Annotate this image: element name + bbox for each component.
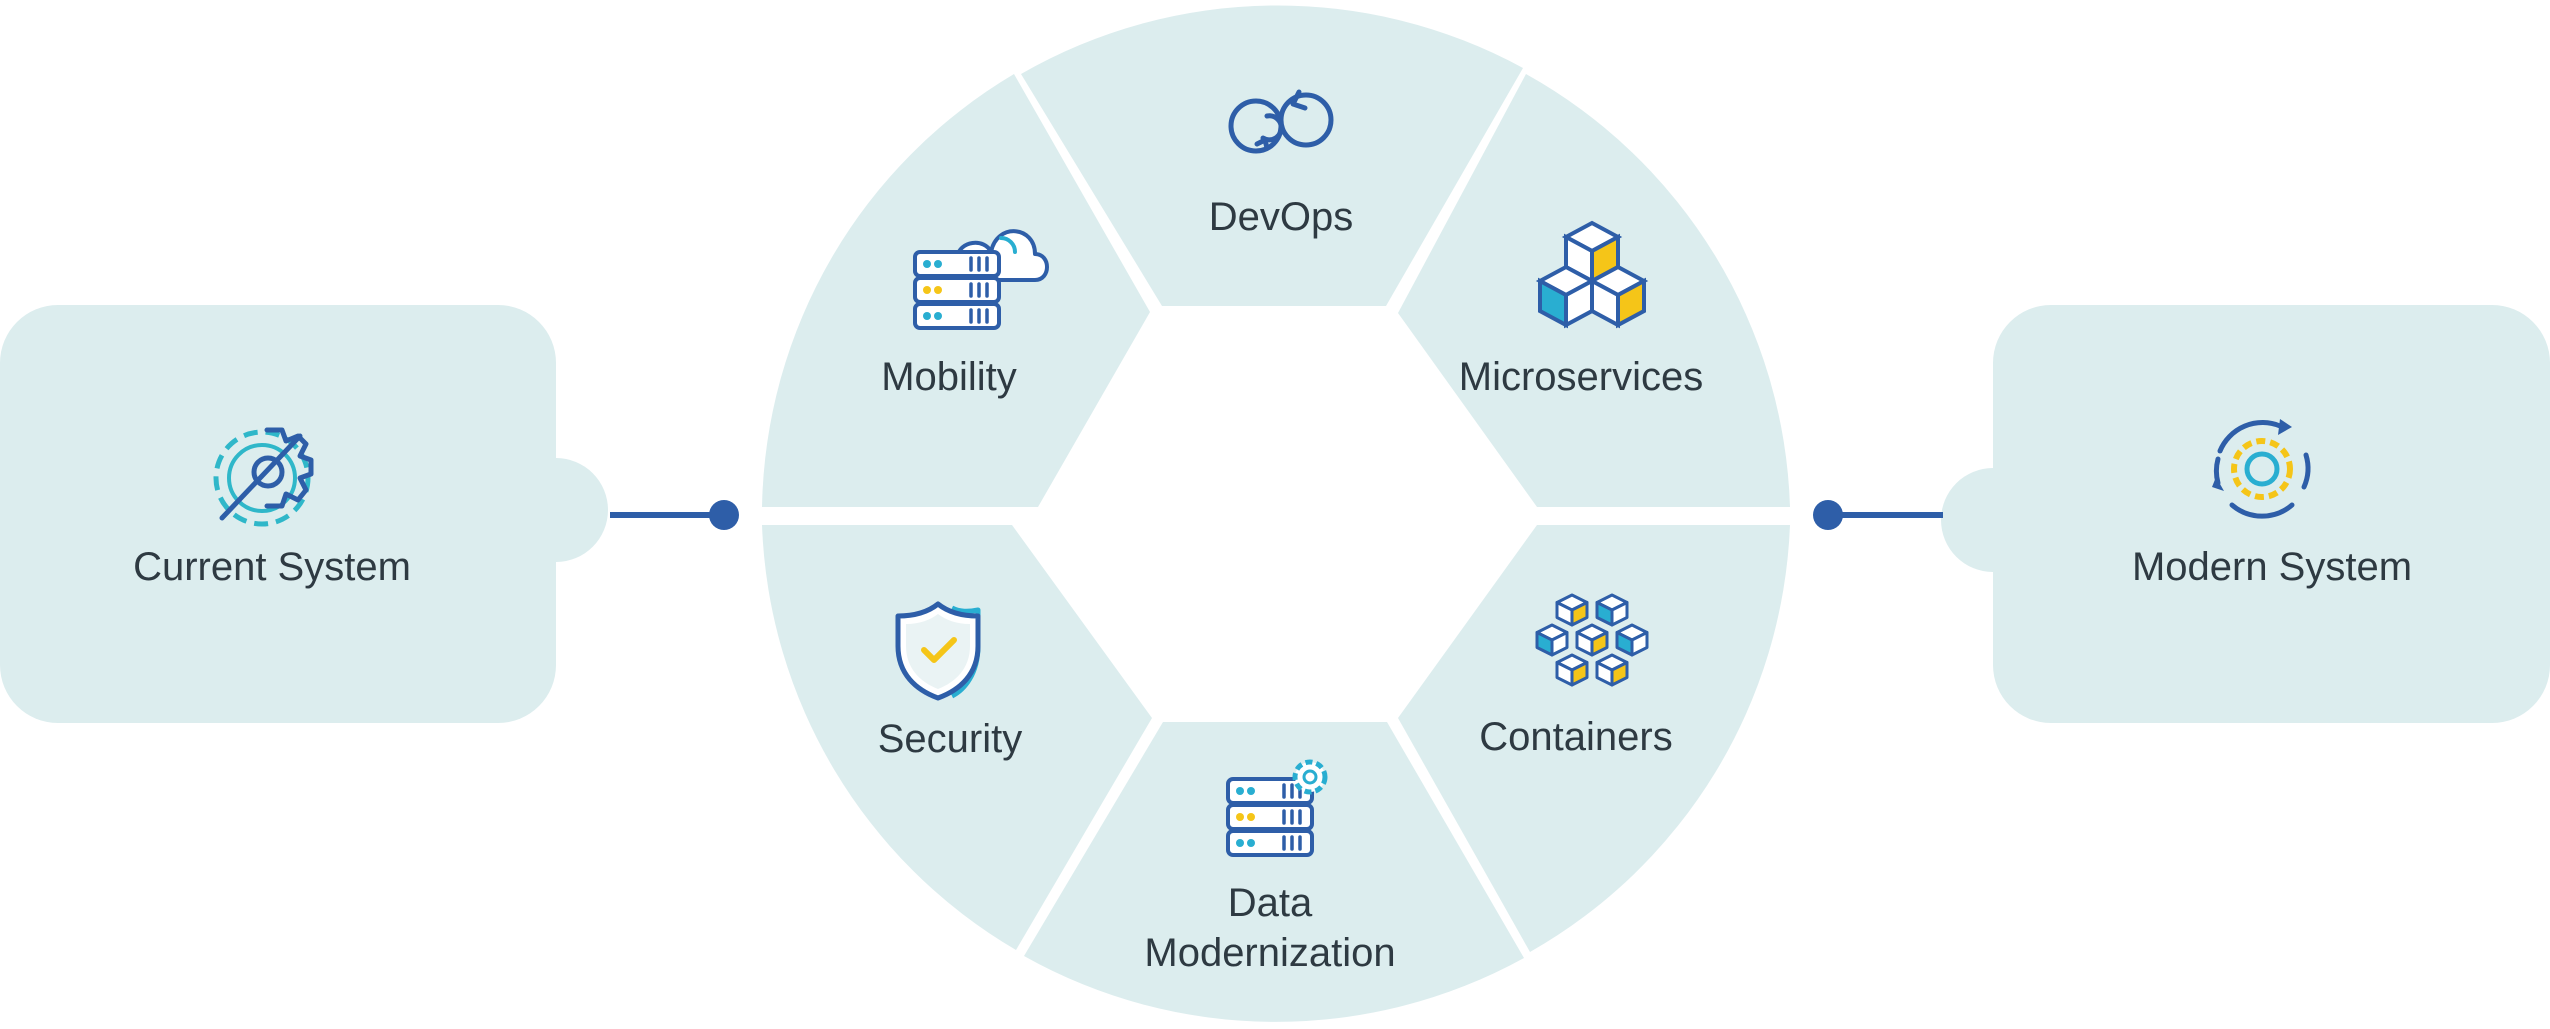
server-cloud-icon [913, 229, 1049, 330]
broken-gear-icon [213, 427, 314, 527]
mobility-label: Mobility [881, 355, 1017, 399]
data-modernization-label-line-2: Modernization [1144, 931, 1395, 975]
current-system-label: Current System [133, 545, 411, 589]
container-cube [1575, 623, 1609, 657]
container-cube [1555, 653, 1589, 687]
containers-label: Containers [1479, 715, 1672, 759]
segment-devops [1021, 5, 1523, 307]
right-connector [1813, 500, 1943, 530]
infinity-refresh-icon [1228, 89, 1334, 154]
container-cube [1535, 623, 1569, 657]
modern-system-label: Modern System [2132, 545, 2412, 589]
container-cube [1595, 653, 1629, 687]
cubes-icon [1535, 220, 1649, 329]
devops-label: DevOps [1209, 195, 1354, 239]
data-modernization-label-line-1: Data [1228, 881, 1313, 925]
microservices-label: Microservices [1459, 355, 1703, 399]
server-gear-icon [1226, 759, 1328, 857]
container-cube [1615, 623, 1649, 657]
container-cube [1595, 593, 1629, 627]
current-system-box: Current System [0, 305, 608, 723]
container-cube [1555, 593, 1589, 627]
segment-containers [1398, 525, 1790, 952]
segment-security [762, 525, 1152, 950]
shield-check-icon [895, 601, 981, 701]
ring [762, 5, 1790, 1022]
container-grid-icon [1535, 593, 1649, 687]
gear-cycle-icon [2212, 419, 2311, 519]
security-label: Security [878, 717, 1023, 761]
modern-system-box: Modern System [1941, 305, 2550, 723]
segment-data-modernization [1024, 722, 1524, 1022]
left-connector [610, 500, 739, 530]
